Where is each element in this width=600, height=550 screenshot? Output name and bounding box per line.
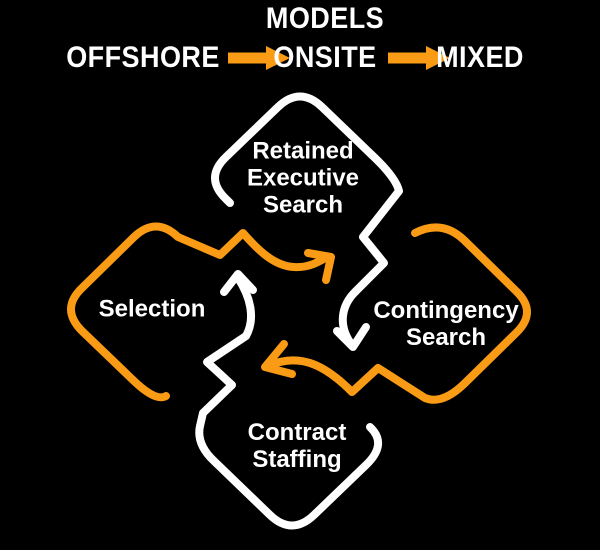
diamond-contingency-outline <box>264 223 531 404</box>
node-label-line: Selection <box>98 295 206 323</box>
node-label-line: Retained <box>252 137 354 165</box>
node-label-contract-staffing: Contract Staffing <box>248 419 347 473</box>
cycle-arrowhead-contract-to-selection-icon <box>220 270 257 296</box>
cycle-arrowhead-retained-to-contingency-icon <box>333 323 370 351</box>
node-label-selection: Selection <box>99 296 206 323</box>
page-title: MODELS <box>265 2 385 35</box>
cycle-arrowhead-contingency-to-contract-icon <box>261 340 296 378</box>
diamond-selection-outline <box>67 222 331 402</box>
node-label-line: Executive <box>246 164 360 192</box>
node-label-line: Contract <box>247 419 347 446</box>
node-label-line: Contingency <box>373 297 519 324</box>
node-label-line: Staffing <box>252 446 342 473</box>
flow-step-offshore: OFFSHORE <box>66 41 220 74</box>
diamond-retained-outline <box>211 92 403 349</box>
flow-step-onsite: ONSITE <box>273 41 377 74</box>
flow-right-arrow-icon <box>388 46 450 70</box>
node-label-contingency-search: Contingency Search <box>373 297 518 351</box>
node-label-line: Search <box>405 324 487 351</box>
cycle-arrowhead-selection-to-retained-icon <box>304 249 335 284</box>
diamond-contract-outline <box>195 274 382 530</box>
flow-right-arrow-icon <box>228 46 290 70</box>
flow-step-mixed: MIXED <box>436 41 524 74</box>
node-label-retained-executive-search: Retained Executive Search <box>247 138 359 219</box>
node-label-line: Search <box>262 191 344 219</box>
